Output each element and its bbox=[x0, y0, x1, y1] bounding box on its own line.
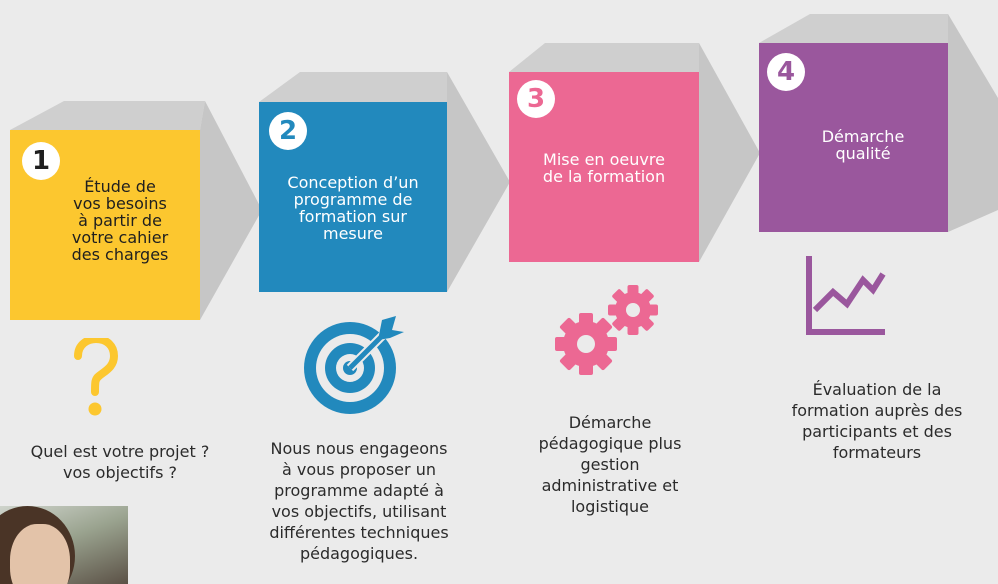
target-icon bbox=[304, 316, 404, 414]
step-3-box: 3 Mise en oeuvre de la formation bbox=[509, 72, 699, 262]
step-2-caption: Nous nous engageons à vous proposer un p… bbox=[269, 439, 449, 563]
step-4-shadow-top bbox=[759, 14, 948, 43]
question-mark-icon bbox=[74, 338, 118, 416]
step-1-box: 1 Étude de vos besoins à partir de votre… bbox=[10, 130, 200, 320]
step-4-arrow bbox=[948, 14, 998, 232]
step-3-arrow bbox=[699, 43, 760, 262]
step-1-arrow bbox=[200, 101, 262, 320]
step-4-box: 4 Démarche qualité bbox=[759, 43, 948, 232]
step-4-caption: Évaluation de la formation auprès des pa… bbox=[791, 380, 963, 462]
step-4-number: 4 bbox=[767, 53, 805, 91]
gears-icon bbox=[555, 285, 658, 375]
step-1-number: 1 bbox=[22, 142, 60, 180]
step-1-title: Étude de vos besoins à partir de votre c… bbox=[71, 177, 169, 264]
step-2-arrow bbox=[447, 72, 510, 292]
step-4-title: Démarche qualité bbox=[821, 127, 905, 163]
step-3-caption: Démarche pédagogique plus gestion admini… bbox=[538, 413, 682, 516]
step-3-title: Mise en oeuvre de la formation bbox=[542, 150, 666, 186]
step-2-number: 2 bbox=[269, 112, 307, 150]
step-1-caption: Quel est votre projet ? vos objectifs ? bbox=[30, 442, 210, 482]
chart-icon bbox=[806, 256, 886, 335]
step-3-number: 3 bbox=[517, 80, 555, 118]
step-1-shadow-top bbox=[10, 101, 205, 130]
step-2-shadow-top bbox=[259, 72, 447, 102]
step-3-shadow-top bbox=[509, 43, 699, 72]
person-photo bbox=[0, 506, 128, 584]
step-2-box: 2 Conception d’un programme de formation… bbox=[259, 102, 447, 292]
step-2-title: Conception d’un programme de formation s… bbox=[287, 173, 419, 243]
